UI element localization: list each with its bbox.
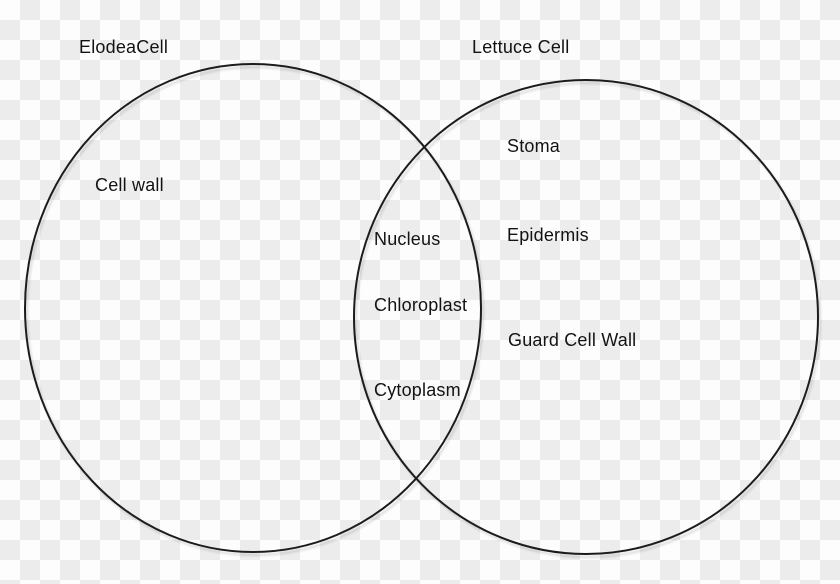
label-cell-wall: Cell wall <box>95 175 164 195</box>
label-cytoplasm: Cytoplasm <box>374 380 461 400</box>
lettuce-circle-outline <box>353 79 819 555</box>
right-circle-title: Lettuce Cell <box>472 37 570 57</box>
left-circle-title: ElodeaCell <box>79 37 169 57</box>
elodea-circle-outline <box>24 63 482 553</box>
label-chloroplast: Chloroplast <box>374 295 468 315</box>
label-epidermis: Epidermis <box>507 225 589 245</box>
label-guard-cell-wall: Guard Cell Wall <box>508 330 637 350</box>
label-stoma: Stoma <box>507 136 561 156</box>
label-nucleus: Nucleus <box>374 229 441 249</box>
